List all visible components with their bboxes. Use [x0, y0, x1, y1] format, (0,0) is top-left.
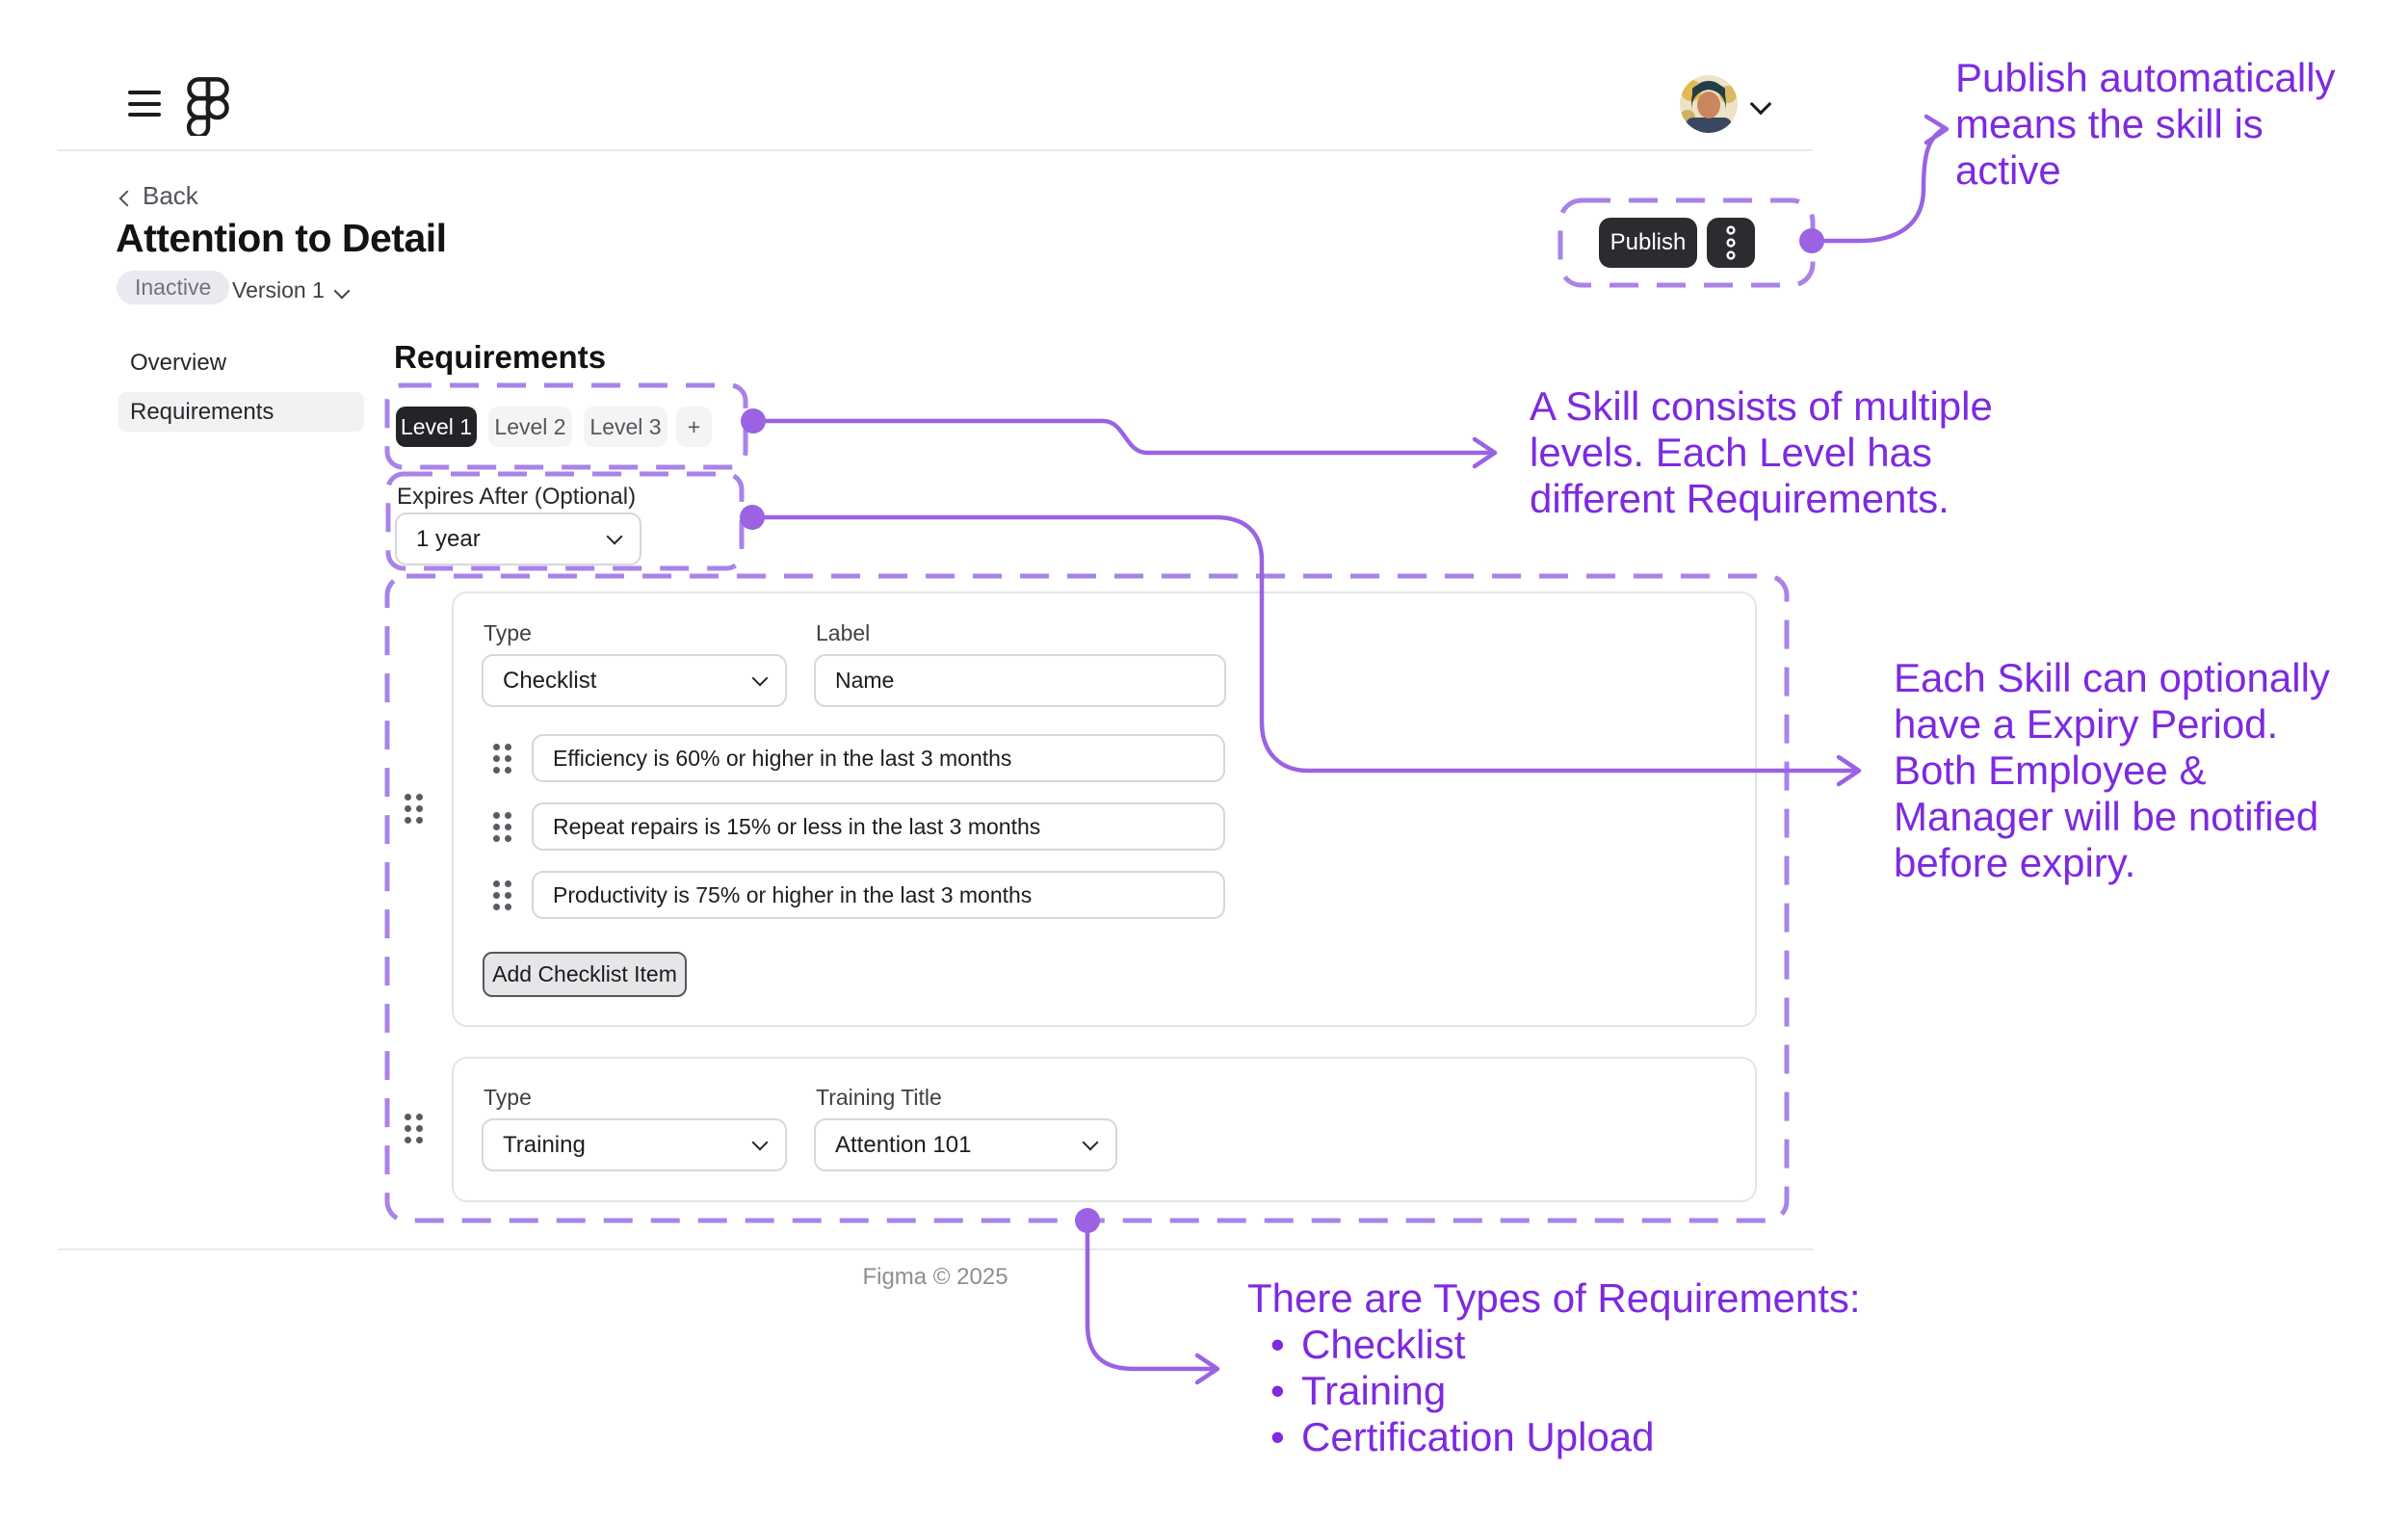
hamburger-menu-icon[interactable]: [128, 91, 161, 117]
status-badge: Inactive: [117, 271, 230, 304]
version-dropdown[interactable]: Version 1: [232, 277, 351, 303]
connector-dot: [741, 408, 766, 433]
add-checklist-item-button[interactable]: Add Checklist Item: [483, 952, 687, 997]
card-drag-handle[interactable]: [405, 1114, 423, 1143]
sidebar-item-requirements[interactable]: Requirements: [118, 392, 364, 432]
avatar-chevron-down-icon[interactable]: [1749, 92, 1772, 117]
back-link[interactable]: Back: [118, 181, 198, 211]
connector-dot: [740, 505, 765, 530]
chevron-down-icon: [606, 528, 623, 545]
chevron-left-icon: [118, 190, 136, 206]
version-label: Version 1: [232, 277, 325, 302]
checklist-item-drag-handle[interactable]: [493, 880, 511, 910]
figma-logo-icon[interactable]: [186, 74, 230, 136]
expires-after-value: 1 year: [416, 525, 481, 552]
training-title-select[interactable]: Attention 101: [814, 1118, 1117, 1171]
annotation-bullet: Certification Upload: [1270, 1414, 1861, 1460]
expires-after-select[interactable]: 1 year: [395, 512, 641, 565]
connector-publish: [1809, 127, 1945, 244]
type-value: Checklist: [503, 667, 597, 694]
expires-after-label: Expires After (Optional): [397, 484, 637, 510]
card-drag-handle[interactable]: [405, 794, 423, 824]
sidebar-item-overview[interactable]: Overview: [118, 343, 364, 382]
requirements-heading: Requirements: [394, 339, 607, 375]
annotation-bullet: Checklist: [1270, 1322, 1861, 1368]
annotation-expiry: Each Skill can optionally have a Expiry …: [1894, 655, 2330, 885]
checklist-item-drag-handle[interactable]: [493, 744, 511, 774]
tab-level-1[interactable]: Level 1: [396, 407, 477, 447]
training-title-label: Training Title: [816, 1085, 942, 1110]
annotation-levels: A Skill consists of multiple levels. Eac…: [1530, 383, 1993, 521]
connector-dot: [1799, 228, 1824, 253]
training-title-value: Attention 101: [835, 1131, 972, 1158]
sidebar-item-label: Requirements: [130, 398, 275, 425]
type-value: Training: [503, 1131, 586, 1158]
header-divider: [58, 149, 1813, 151]
chevron-down-icon: [751, 1134, 769, 1151]
chevron-down-icon: [751, 670, 769, 687]
tab-level-3[interactable]: Level 3: [584, 407, 667, 447]
tab-level-2[interactable]: Level 2: [488, 407, 572, 447]
type-select-training[interactable]: Training: [482, 1118, 787, 1171]
sidebar-item-label: Overview: [130, 349, 227, 376]
footer-copyright: Figma © 2025: [862, 1264, 1008, 1290]
type-select-checklist[interactable]: Checklist: [482, 654, 787, 707]
type-label: Type: [484, 1085, 532, 1110]
annotation-publish: Publish automatically means the skill is…: [1955, 55, 2336, 193]
label-label: Label: [816, 620, 871, 645]
page-title: Attention to Detail: [116, 216, 447, 260]
more-options-button[interactable]: [1707, 218, 1755, 268]
connector-types: [1085, 1218, 1217, 1372]
checklist-item-drag-handle[interactable]: [493, 812, 511, 842]
chevron-down-icon: [333, 282, 351, 299]
checklist-item-input[interactable]: [532, 734, 1225, 782]
type-label: Type: [484, 620, 532, 645]
publish-button[interactable]: Publish: [1599, 218, 1697, 268]
annotation-types-heading: There are Types of Requirements:: [1247, 1275, 1861, 1321]
chevron-down-icon: [1082, 1134, 1099, 1151]
user-avatar[interactable]: [1680, 75, 1738, 133]
footer-divider: [58, 1248, 1813, 1250]
back-label: Back: [143, 181, 198, 210]
add-level-button[interactable]: +: [676, 407, 712, 447]
checklist-item-input[interactable]: [532, 802, 1225, 851]
annotation-bullet: Training: [1270, 1368, 1861, 1414]
connector-dot: [1075, 1208, 1100, 1233]
connector-levels: [750, 418, 1494, 456]
kebab-vertical-icon: [1726, 225, 1736, 260]
checklist-item-input[interactable]: [532, 871, 1225, 919]
label-input[interactable]: [814, 654, 1226, 707]
annotation-types: There are Types of Requirements: Checkli…: [1247, 1275, 1861, 1460]
